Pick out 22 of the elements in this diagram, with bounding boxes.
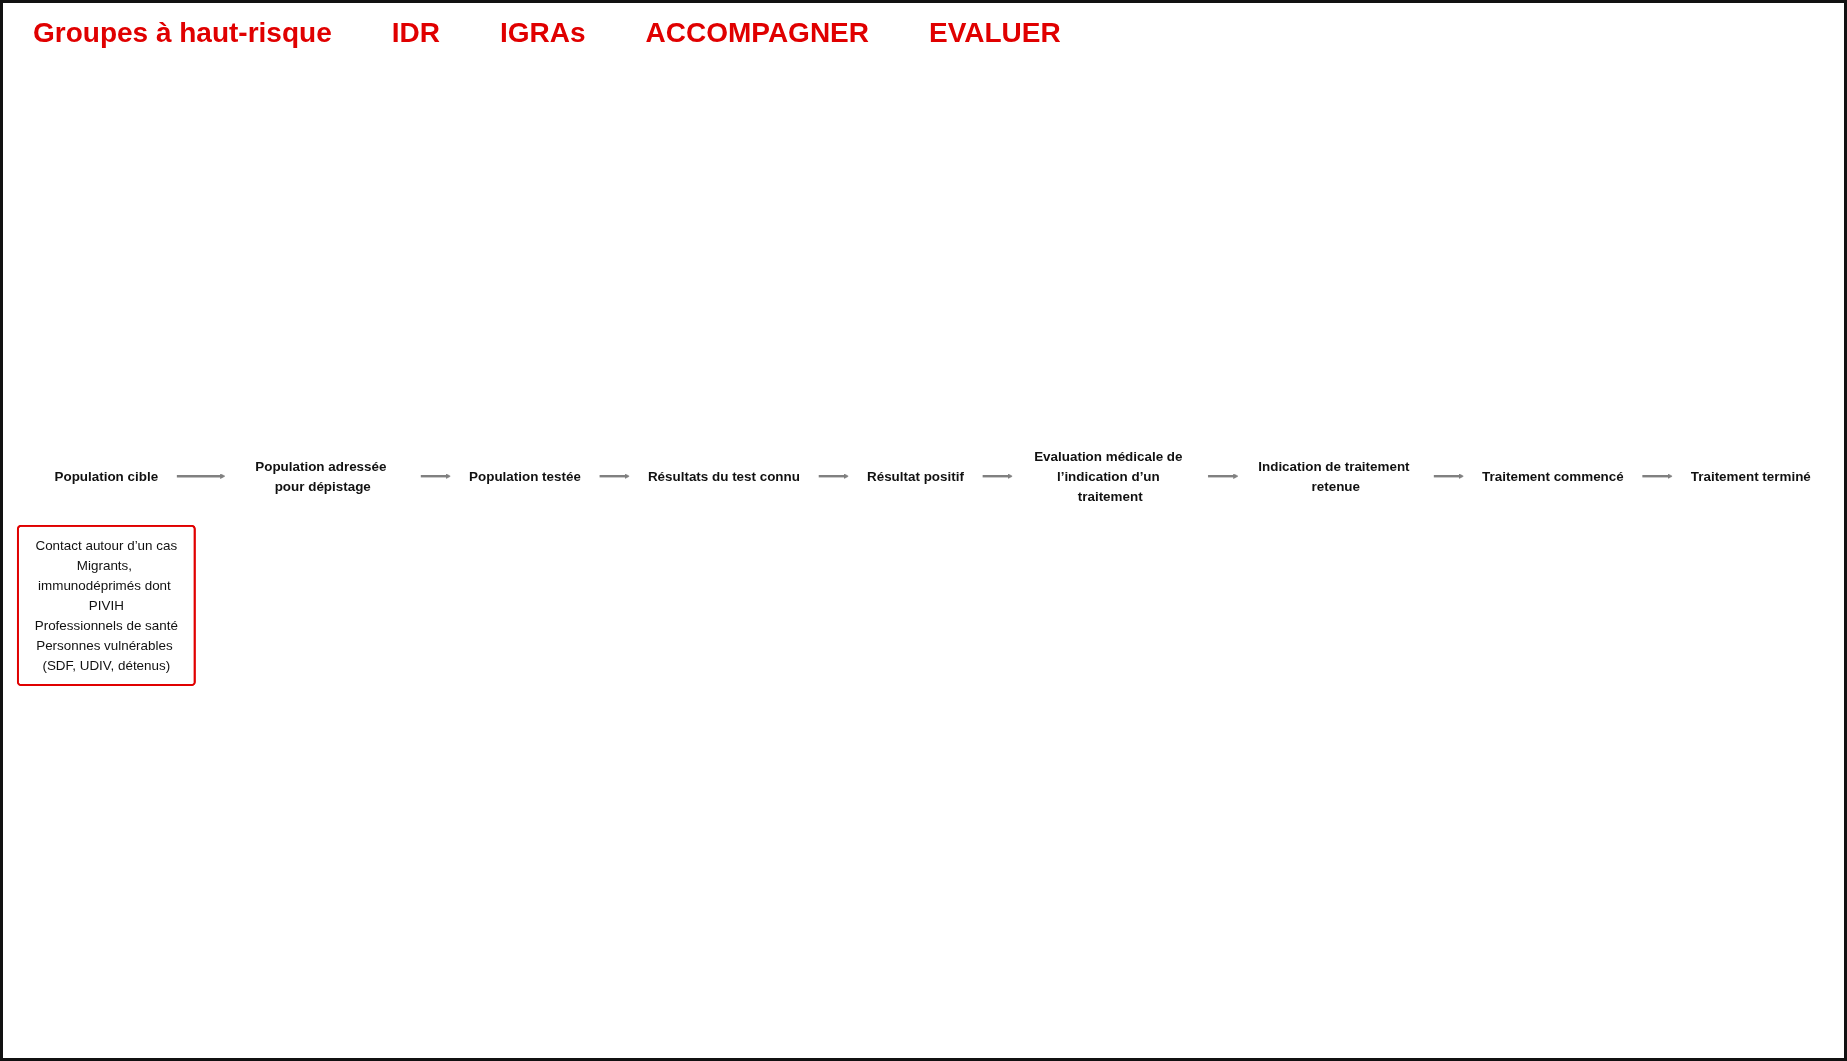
arrow bbox=[420, 473, 451, 479]
node-text: Population cible bbox=[54, 468, 159, 484]
arrow bbox=[599, 473, 630, 479]
arrow bbox=[1433, 473, 1465, 479]
annotation-text: EVALUER bbox=[929, 17, 1061, 49]
arrow bbox=[982, 473, 1013, 479]
node-text: Résultat positif bbox=[867, 468, 964, 484]
arrow bbox=[1207, 473, 1239, 479]
annotation-text: Groupes à haut-risque bbox=[33, 17, 332, 49]
node-text: Population testée bbox=[469, 468, 581, 484]
node-text: Population adressée pour dépistage bbox=[255, 458, 387, 494]
node-text: Résultats du test connu bbox=[647, 468, 800, 484]
node-text: Traitement terminé bbox=[1690, 468, 1811, 484]
arrow bbox=[818, 473, 849, 479]
node-text: Indication de traitement retenue bbox=[1258, 458, 1410, 494]
annotation-text: ACCOMPAGNER bbox=[645, 17, 869, 49]
annotation-text: IDR bbox=[391, 17, 440, 49]
annotation-text: IGRAs bbox=[499, 17, 586, 49]
node-text: Evaluation médicale de l’indication d’un traitement bbox=[1034, 448, 1183, 504]
arrow bbox=[176, 473, 226, 479]
arrow bbox=[1642, 473, 1673, 479]
node-text: Traitement commencé bbox=[1482, 468, 1624, 484]
